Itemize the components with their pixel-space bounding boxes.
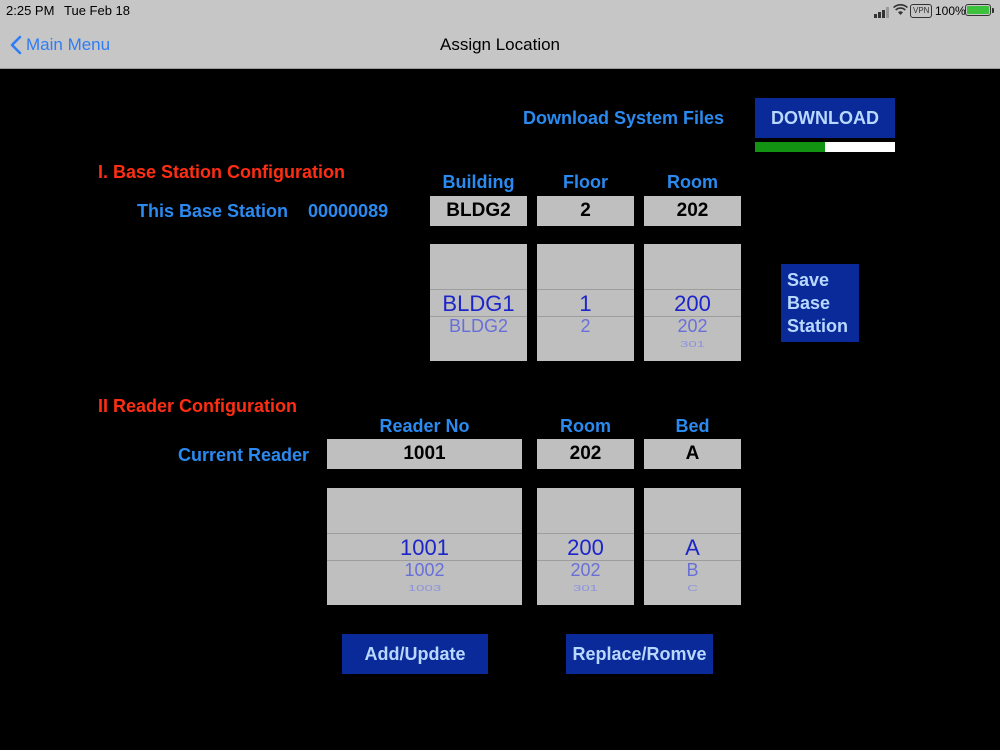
reader-room-field: 202	[537, 439, 634, 469]
reader-no-field: 1001	[327, 439, 522, 469]
picker-selected: 200	[674, 291, 711, 316]
back-button[interactable]: Main Menu	[10, 33, 110, 57]
picker-option: 202	[570, 560, 601, 580]
battery-icon	[965, 4, 991, 16]
room-picker[interactable]: 200 202 301	[644, 244, 741, 361]
replace-remove-button[interactable]: Replace/Romve	[566, 634, 713, 674]
reader-section-title: II Reader Configuration	[98, 396, 298, 416]
building-picker[interactable]: BLDG1 BLDG2	[430, 244, 527, 361]
reader-no-picker[interactable]: 1001 1002 1003	[327, 488, 522, 605]
download-button[interactable]: DOWNLOAD	[755, 98, 895, 138]
status-date: Tue Feb 18	[64, 3, 131, 18]
battery-percent: 100%	[935, 4, 966, 18]
base-station-section-title: I. Base Station Configuration	[98, 162, 346, 182]
reader-room-header: Room	[560, 416, 611, 436]
battery-tip	[992, 8, 994, 13]
room-header: Room	[667, 172, 718, 192]
bed-header: Bed	[675, 416, 710, 436]
building-field: BLDG2	[430, 196, 527, 226]
navigation-bar	[0, 0, 1000, 69]
picker-selected: A	[685, 535, 700, 560]
picker-selected: 200	[567, 535, 604, 560]
picker-option: 2	[580, 316, 591, 336]
floor-picker[interactable]: 1 2	[537, 244, 634, 361]
this-base-station-label: This Base Station	[137, 201, 289, 221]
floor-field: 2	[537, 196, 634, 226]
picker-option: C	[687, 583, 698, 594]
download-label: Download System Files	[523, 108, 725, 128]
picker-option: 1003	[407, 583, 442, 594]
save-button-line: Save	[787, 270, 830, 290]
current-reader-label: Current Reader	[178, 445, 310, 465]
reader-room-picker[interactable]: 200 202 301	[537, 488, 634, 605]
wifi-icon	[893, 3, 908, 21]
picker-option: 301	[572, 583, 599, 594]
chevron-left-icon	[10, 35, 22, 55]
page-title: Assign Location	[439, 35, 561, 54]
status-time: 2:25 PM	[6, 3, 55, 18]
picker-selected: BLDG1	[442, 291, 515, 316]
bed-picker[interactable]: A B C	[644, 488, 741, 605]
picker-option: BLDG2	[448, 316, 509, 336]
back-button-label: Main Menu	[26, 35, 111, 54]
picker-selected: 1001	[400, 535, 449, 560]
vpn-badge: VPN	[910, 4, 933, 18]
save-base-station-button[interactable]: Save Base Station	[781, 264, 859, 342]
download-progress	[755, 142, 895, 152]
bed-field: A	[644, 439, 741, 469]
room-field: 202	[644, 196, 741, 226]
picker-option: 301	[679, 339, 706, 350]
add-update-button[interactable]: Add/Update	[342, 634, 488, 674]
floor-header: Floor	[563, 172, 608, 192]
reader-no-header: Reader No	[379, 416, 470, 436]
picker-option: 1002	[404, 560, 445, 580]
save-button-line: Station	[787, 316, 848, 336]
building-header: Building	[442, 172, 515, 192]
save-button-line: Base	[787, 293, 831, 313]
signal-icon	[874, 5, 890, 23]
picker-selected: 1	[579, 291, 592, 316]
picker-option: 202	[677, 316, 708, 336]
download-progress-fill	[755, 142, 825, 152]
picker-option: B	[686, 560, 699, 580]
base-station-id: 00000089	[308, 201, 389, 221]
